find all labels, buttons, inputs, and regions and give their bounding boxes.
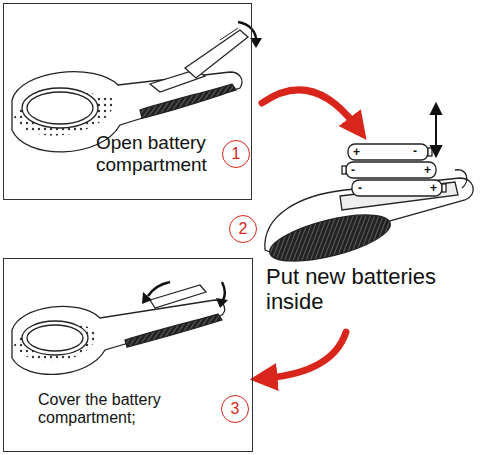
callout-number: 3 — [231, 400, 240, 418]
insert-arrow — [431, 104, 441, 156]
step-panel: Cover the battery compartment; 3 — [3, 258, 253, 452]
magnifier-closing — [12, 285, 225, 374]
callout-number: 1 — [232, 145, 241, 163]
step-panel: Open battery compartment 1 — [3, 3, 252, 200]
step-arrow — [267, 332, 346, 378]
callout-circle: 1 — [222, 140, 250, 168]
battery-handle — [265, 170, 473, 271]
polarity-sign: - — [413, 145, 417, 157]
step-region: Put new batteries inside 2 — [226, 112, 488, 328]
batteries — [342, 144, 446, 196]
close-arrow-head — [216, 298, 228, 308]
polarity-sign: + — [430, 182, 437, 194]
step-text: Put new batteries inside — [266, 264, 482, 315]
polarity-sign: - — [351, 164, 355, 176]
step-text: Open battery compartment — [96, 132, 226, 176]
callout-number: 2 — [239, 220, 248, 238]
open-arrow — [238, 22, 256, 40]
close-arrow — [222, 282, 225, 302]
callout-circle: 2 — [229, 215, 257, 243]
polarity-sign: + — [424, 164, 431, 176]
polarity-sign: - — [358, 182, 362, 194]
step-arrow — [262, 90, 356, 126]
close-arrow-head — [142, 292, 152, 304]
close-arrow — [148, 282, 170, 296]
callout-circle: 3 — [221, 395, 249, 423]
step-text: Cover the battery compartment; — [38, 391, 210, 428]
polarity-sign: + — [353, 146, 360, 158]
